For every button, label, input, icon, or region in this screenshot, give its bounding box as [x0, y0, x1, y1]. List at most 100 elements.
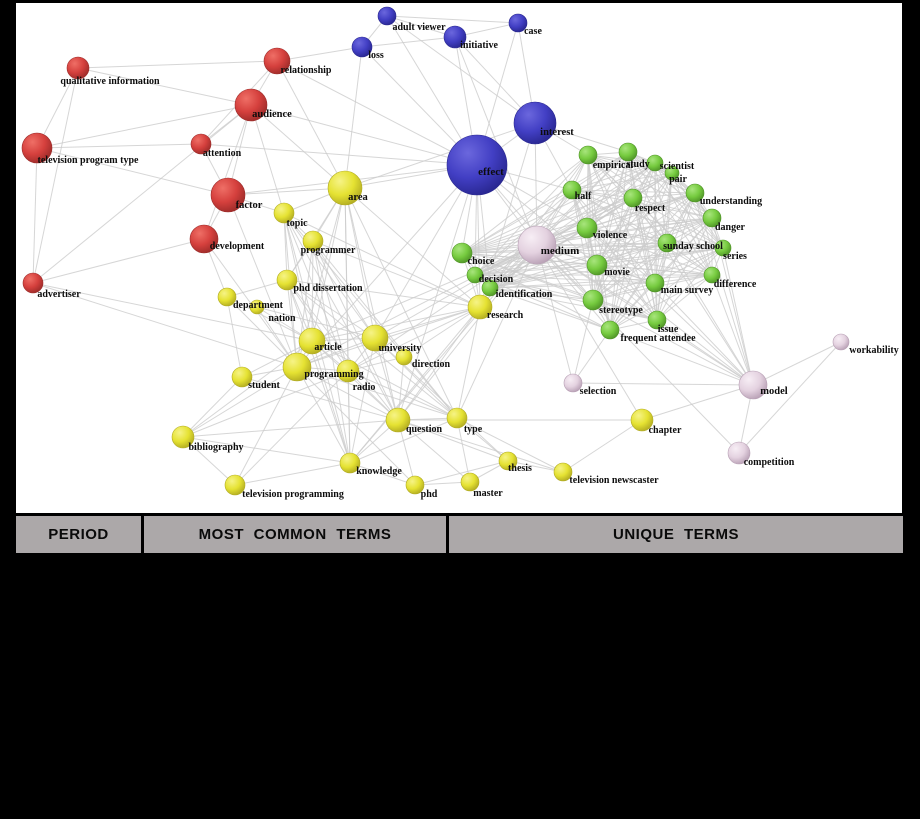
- graph-edge: [276, 46, 363, 62]
- graph-edge: [344, 187, 481, 308]
- node-factor[interactable]: [210, 177, 246, 213]
- graph-edge: [283, 212, 399, 421]
- node-effect[interactable]: [446, 134, 508, 196]
- node-issue[interactable]: [647, 310, 667, 330]
- graph-edge: [656, 319, 754, 386]
- node-direction[interactable]: [395, 348, 413, 366]
- node-difference[interactable]: [703, 266, 721, 284]
- node-frequent_attendee[interactable]: [600, 320, 620, 340]
- node-nation[interactable]: [249, 299, 265, 315]
- graph-edge: [474, 274, 656, 284]
- node-initiative[interactable]: [443, 25, 467, 49]
- node-selection[interactable]: [563, 373, 583, 393]
- node-decision[interactable]: [466, 266, 484, 284]
- graph-edge: [609, 217, 713, 331]
- node-respect[interactable]: [623, 188, 643, 208]
- node-empirical[interactable]: [578, 145, 598, 165]
- label-bibliography: bibliography: [188, 442, 243, 453]
- node-understanding[interactable]: [685, 183, 705, 203]
- node-relationship[interactable]: [263, 47, 291, 75]
- graph-edge: [461, 252, 658, 321]
- node-study[interactable]: [618, 142, 638, 162]
- node-knowledge[interactable]: [339, 452, 361, 474]
- node-university[interactable]: [361, 324, 389, 352]
- graph-edge: [36, 143, 202, 149]
- label-research: research: [487, 310, 524, 321]
- graph-edge: [586, 227, 713, 276]
- node-choice[interactable]: [451, 242, 473, 264]
- node-television_programming[interactable]: [224, 474, 246, 496]
- node-model[interactable]: [738, 370, 768, 400]
- node-programmer[interactable]: [302, 230, 324, 252]
- node-bibliography[interactable]: [171, 425, 195, 449]
- node-attention[interactable]: [190, 133, 212, 155]
- node-department[interactable]: [217, 287, 237, 307]
- node-type[interactable]: [446, 407, 468, 429]
- node-workability[interactable]: [832, 333, 850, 351]
- node-programming[interactable]: [282, 352, 312, 382]
- graph-edge: [571, 172, 673, 191]
- terms-table-header: PERIOD MOST COMMON TERMS UNIQUE TERMS: [13, 513, 906, 556]
- node-stereotype[interactable]: [582, 289, 604, 311]
- graph-edge: [571, 189, 668, 244]
- graph-edge: [536, 242, 668, 246]
- graph-edge: [312, 240, 481, 308]
- node-phd_dissertation[interactable]: [276, 269, 298, 291]
- node-area[interactable]: [327, 170, 363, 206]
- node-chapter[interactable]: [630, 408, 654, 432]
- node-master[interactable]: [460, 472, 480, 492]
- graph-edge: [474, 154, 589, 276]
- node-loss[interactable]: [351, 36, 373, 58]
- node-movie[interactable]: [586, 254, 608, 276]
- node-article[interactable]: [298, 327, 326, 355]
- label-competition: competition: [744, 457, 795, 468]
- label-difference: difference: [714, 279, 757, 290]
- node-thesis[interactable]: [498, 451, 518, 471]
- node-topic[interactable]: [273, 202, 295, 224]
- node-advertiser[interactable]: [22, 272, 44, 294]
- node-television_program_type[interactable]: [21, 132, 53, 164]
- node-violence[interactable]: [576, 217, 598, 239]
- graph-edge: [666, 242, 754, 386]
- graph-edge: [312, 240, 399, 421]
- graph-edge: [32, 67, 79, 284]
- label-radio: radio: [353, 382, 376, 393]
- node-audience[interactable]: [234, 88, 268, 122]
- graph-edge: [286, 279, 481, 308]
- graph-edge: [311, 306, 481, 342]
- node-phd[interactable]: [405, 475, 425, 495]
- graph-edge: [286, 279, 351, 464]
- node-radio[interactable]: [336, 359, 360, 383]
- node-development[interactable]: [189, 224, 219, 254]
- node-half[interactable]: [562, 180, 582, 200]
- graph-edge: [461, 252, 611, 331]
- node-student[interactable]: [231, 366, 253, 388]
- node-medium[interactable]: [517, 225, 557, 265]
- node-main_survey[interactable]: [645, 273, 665, 293]
- label-case: case: [524, 26, 542, 37]
- graph-edge: [397, 164, 478, 421]
- node-competition[interactable]: [727, 441, 751, 465]
- node-adult_viewer[interactable]: [377, 6, 397, 26]
- node-series[interactable]: [714, 239, 732, 257]
- graph-edge: [226, 279, 288, 298]
- label-area: area: [348, 192, 368, 203]
- graph-edge: [276, 60, 346, 189]
- node-qualitative_information[interactable]: [66, 56, 90, 80]
- node-interest[interactable]: [513, 101, 557, 145]
- node-pair[interactable]: [664, 165, 680, 181]
- graph-edge: [562, 419, 643, 473]
- node-scientist[interactable]: [646, 154, 664, 172]
- label-choice: choice: [468, 256, 495, 267]
- node-identification[interactable]: [481, 279, 499, 297]
- node-danger[interactable]: [702, 208, 722, 228]
- node-case[interactable]: [508, 13, 528, 33]
- graph-edge: [654, 282, 754, 386]
- node-television_newscaster[interactable]: [553, 462, 573, 482]
- graph-edge: [32, 104, 252, 284]
- node-research[interactable]: [467, 294, 493, 320]
- node-question[interactable]: [385, 407, 411, 433]
- node-sunday_school[interactable]: [657, 233, 677, 253]
- label-thesis: thesis: [508, 463, 532, 474]
- graph-edge: [347, 306, 481, 372]
